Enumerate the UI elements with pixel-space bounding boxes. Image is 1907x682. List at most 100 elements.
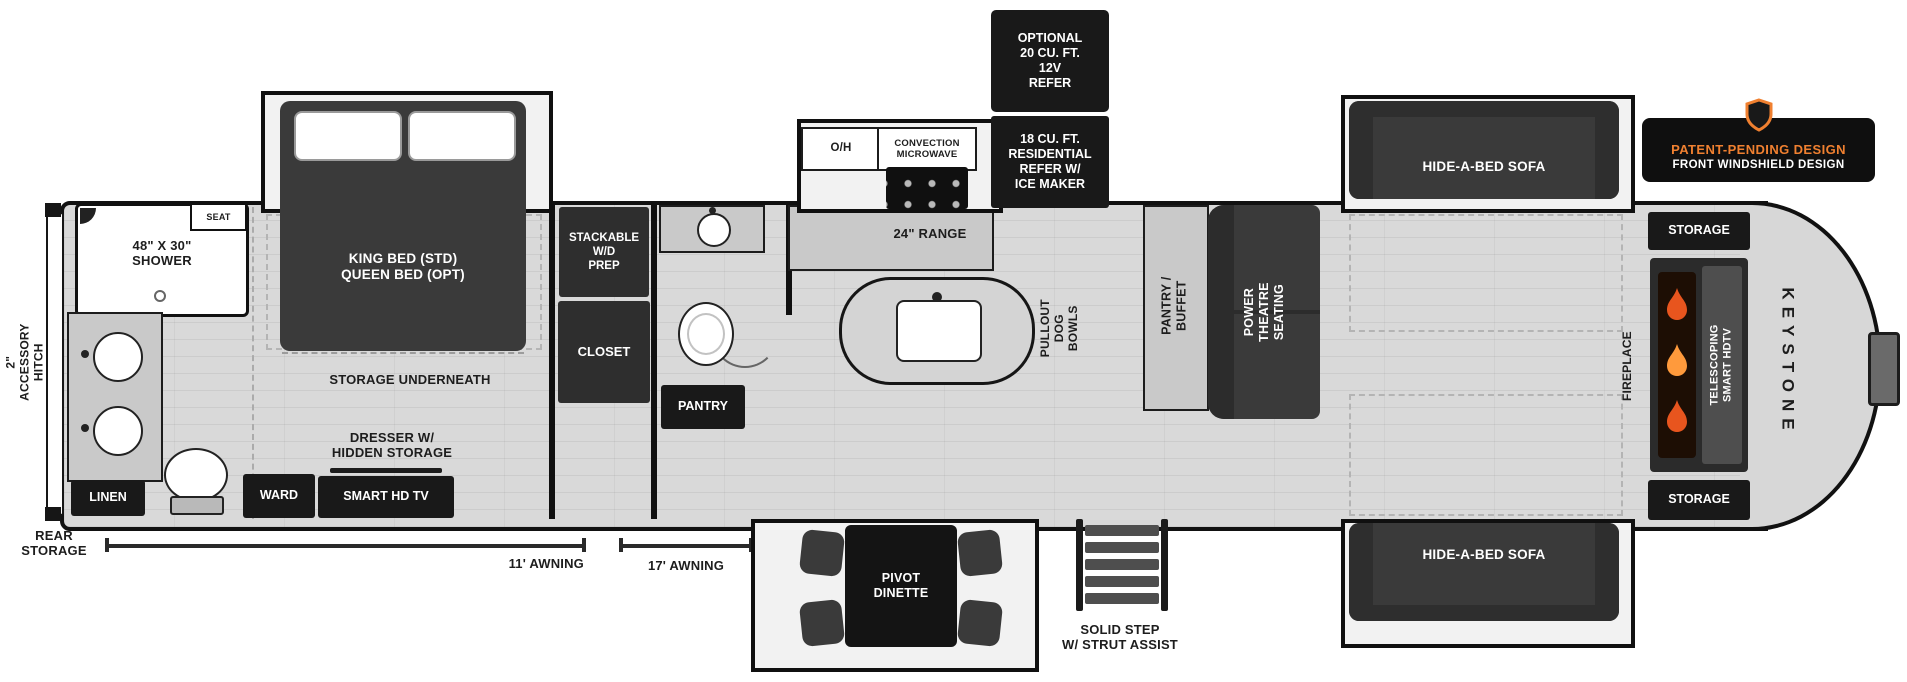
toilet-mid (678, 302, 734, 366)
pillow-left (294, 111, 402, 161)
wall (651, 205, 657, 519)
washer-dryer-prep-box: STACKABLE W/D PREP (559, 207, 649, 297)
shower-drain (154, 290, 166, 302)
solid-step-label: SOLID STEP W/ STRUT ASSIST (1062, 622, 1178, 653)
dinette-chair (798, 598, 846, 648)
shower-label: 48" X 30" SHOWER (132, 238, 192, 269)
step-tread (1085, 593, 1159, 604)
awning-tick (619, 538, 623, 552)
sofa-top-label: HIDE-A-BED SOFA (1422, 159, 1546, 174)
theatre-seating (1208, 205, 1320, 419)
linen-box: LINEN (71, 480, 145, 516)
step-tread (1085, 576, 1159, 587)
seat-backrest (1208, 205, 1234, 419)
sofa-armrest (1595, 101, 1619, 199)
bath-sink-counter (659, 205, 765, 253)
accessory-hitch-label: 2" ACCESSORY HITCH (3, 323, 47, 401)
range-cooktop (886, 167, 968, 209)
telescoping-tv-label: TELESCOPING SMART HDTV (1709, 324, 1735, 406)
awning-tick (582, 538, 586, 552)
shower-head-icon (80, 208, 96, 224)
pantry-buffet-label: PANTRY / BUFFET (1159, 276, 1188, 336)
storage-underneath-label: STORAGE UNDERNEATH (329, 372, 491, 387)
dinette-chair (956, 528, 1004, 578)
shield-icon (1744, 98, 1774, 132)
smart-tv-box: SMART HD TV (318, 476, 454, 518)
king-bed: KING BED (STD) QUEEN BED (OPT) (280, 101, 526, 351)
kingpin-hitch (1868, 332, 1900, 406)
step-rail (1161, 519, 1168, 611)
brand-label-wrap: KEYSTONE (1768, 262, 1808, 462)
closet-box: CLOSET (558, 301, 650, 403)
pivot-dinette-table: PIVOT DINETTE (845, 525, 957, 647)
faucet-icon (932, 292, 942, 302)
accessory-hitch-label-wrap: 2" ACCESSORY HITCH (0, 201, 50, 523)
shower-seat: SEAT (190, 203, 247, 231)
faucet-icon (81, 350, 89, 358)
fireplace-label: FIREPLACE (1619, 331, 1634, 401)
telescoping-tv: TELESCOPING SMART HDTV (1702, 266, 1742, 464)
sofa-back (1373, 101, 1595, 117)
hide-a-bed-sofa-bottom: HIDE-A-BED SOFA (1349, 523, 1619, 621)
dinette-chair (956, 598, 1004, 648)
sofa-armrest (1349, 101, 1373, 199)
bath-vanity (67, 312, 163, 482)
step-tread (1085, 559, 1159, 570)
bed-extension-line (282, 352, 524, 354)
storage-top-box: STORAGE (1648, 212, 1750, 250)
faucet-icon (81, 424, 89, 432)
pivot-dinette-label: PIVOT DINETTE (873, 571, 929, 600)
dog-bowls-label-wrap: PULLOUT DOG BOWLS (1026, 270, 1092, 386)
seat-divider (1234, 310, 1320, 314)
tv-unit (330, 468, 442, 473)
overhead-cabinet: O/H (801, 127, 881, 171)
patent-badge-line1: PATENT-PENDING DESIGN (1671, 142, 1846, 158)
pillow-right (408, 111, 516, 161)
fireplace-label-wrap: FIREPLACE (1604, 296, 1650, 436)
entry-steps (1076, 519, 1168, 611)
step-rail (1076, 519, 1083, 611)
refrigerator-box: 18 CU. FT. RESIDENTIAL REFER W/ ICE MAKE… (991, 116, 1109, 208)
sofa-bottom-projection (1349, 394, 1623, 516)
microwave-cabinet: CONVECTION MICROWAVE (877, 127, 977, 171)
dinette-chair (798, 528, 846, 578)
toilet-tank (170, 496, 224, 515)
bedroom-divider-line (252, 207, 254, 519)
awning-11-line (107, 544, 584, 548)
optional-refer-box: OPTIONAL 20 CU. FT. 12V REFER (991, 10, 1109, 112)
theatre-label: POWER THEATRE SEATING (1241, 282, 1286, 342)
range-label: 24" RANGE (893, 226, 967, 241)
rear-bracket-bottom (45, 507, 61, 521)
sofa-armrest (1595, 523, 1619, 621)
bathroom-door-arc (712, 302, 778, 368)
rear-bracket-top (45, 203, 61, 217)
flame-icon (1667, 288, 1687, 432)
toilet-rear (164, 448, 228, 502)
faucet-icon (709, 207, 716, 214)
pantry-box: PANTRY (661, 385, 745, 429)
pantry-buffet-label-wrap: PANTRY / BUFFET (1143, 205, 1205, 407)
sofa-armrest (1349, 523, 1373, 621)
wardrobe-box: WARD (243, 474, 315, 518)
sink-bowl (93, 332, 143, 382)
storage-bottom-box: STORAGE (1648, 480, 1750, 520)
kitchen-island (839, 277, 1035, 385)
rear-storage-label: REAR STORAGE (21, 528, 87, 559)
theatre-label-wrap: POWER THEATRE SEATING (1208, 205, 1320, 419)
island-sink (896, 300, 982, 362)
awning-17-label: 17' AWNING (647, 558, 725, 573)
awning-11-label: 11' AWNING (508, 556, 584, 571)
bed-label: KING BED (STD) QUEEN BED (OPT) (341, 251, 465, 282)
step-tread (1085, 525, 1159, 536)
sink-bowl (93, 406, 143, 456)
sofa-bottom-label: HIDE-A-BED SOFA (1422, 547, 1546, 562)
dog-bowls-label: PULLOUT DOG BOWLS (1037, 298, 1081, 358)
toilet-bowl-inner (687, 313, 725, 355)
patent-badge-line2: FRONT WINDSHIELD DESIGN (1672, 159, 1845, 172)
awning-tick (105, 538, 109, 552)
sofa-back (1373, 605, 1595, 621)
dresser-label: DRESSER W/ HIDDEN STORAGE (331, 430, 453, 461)
hide-a-bed-sofa-top: HIDE-A-BED SOFA (1349, 101, 1619, 199)
step-tread (1085, 542, 1159, 553)
fireplace-unit (1658, 272, 1696, 458)
